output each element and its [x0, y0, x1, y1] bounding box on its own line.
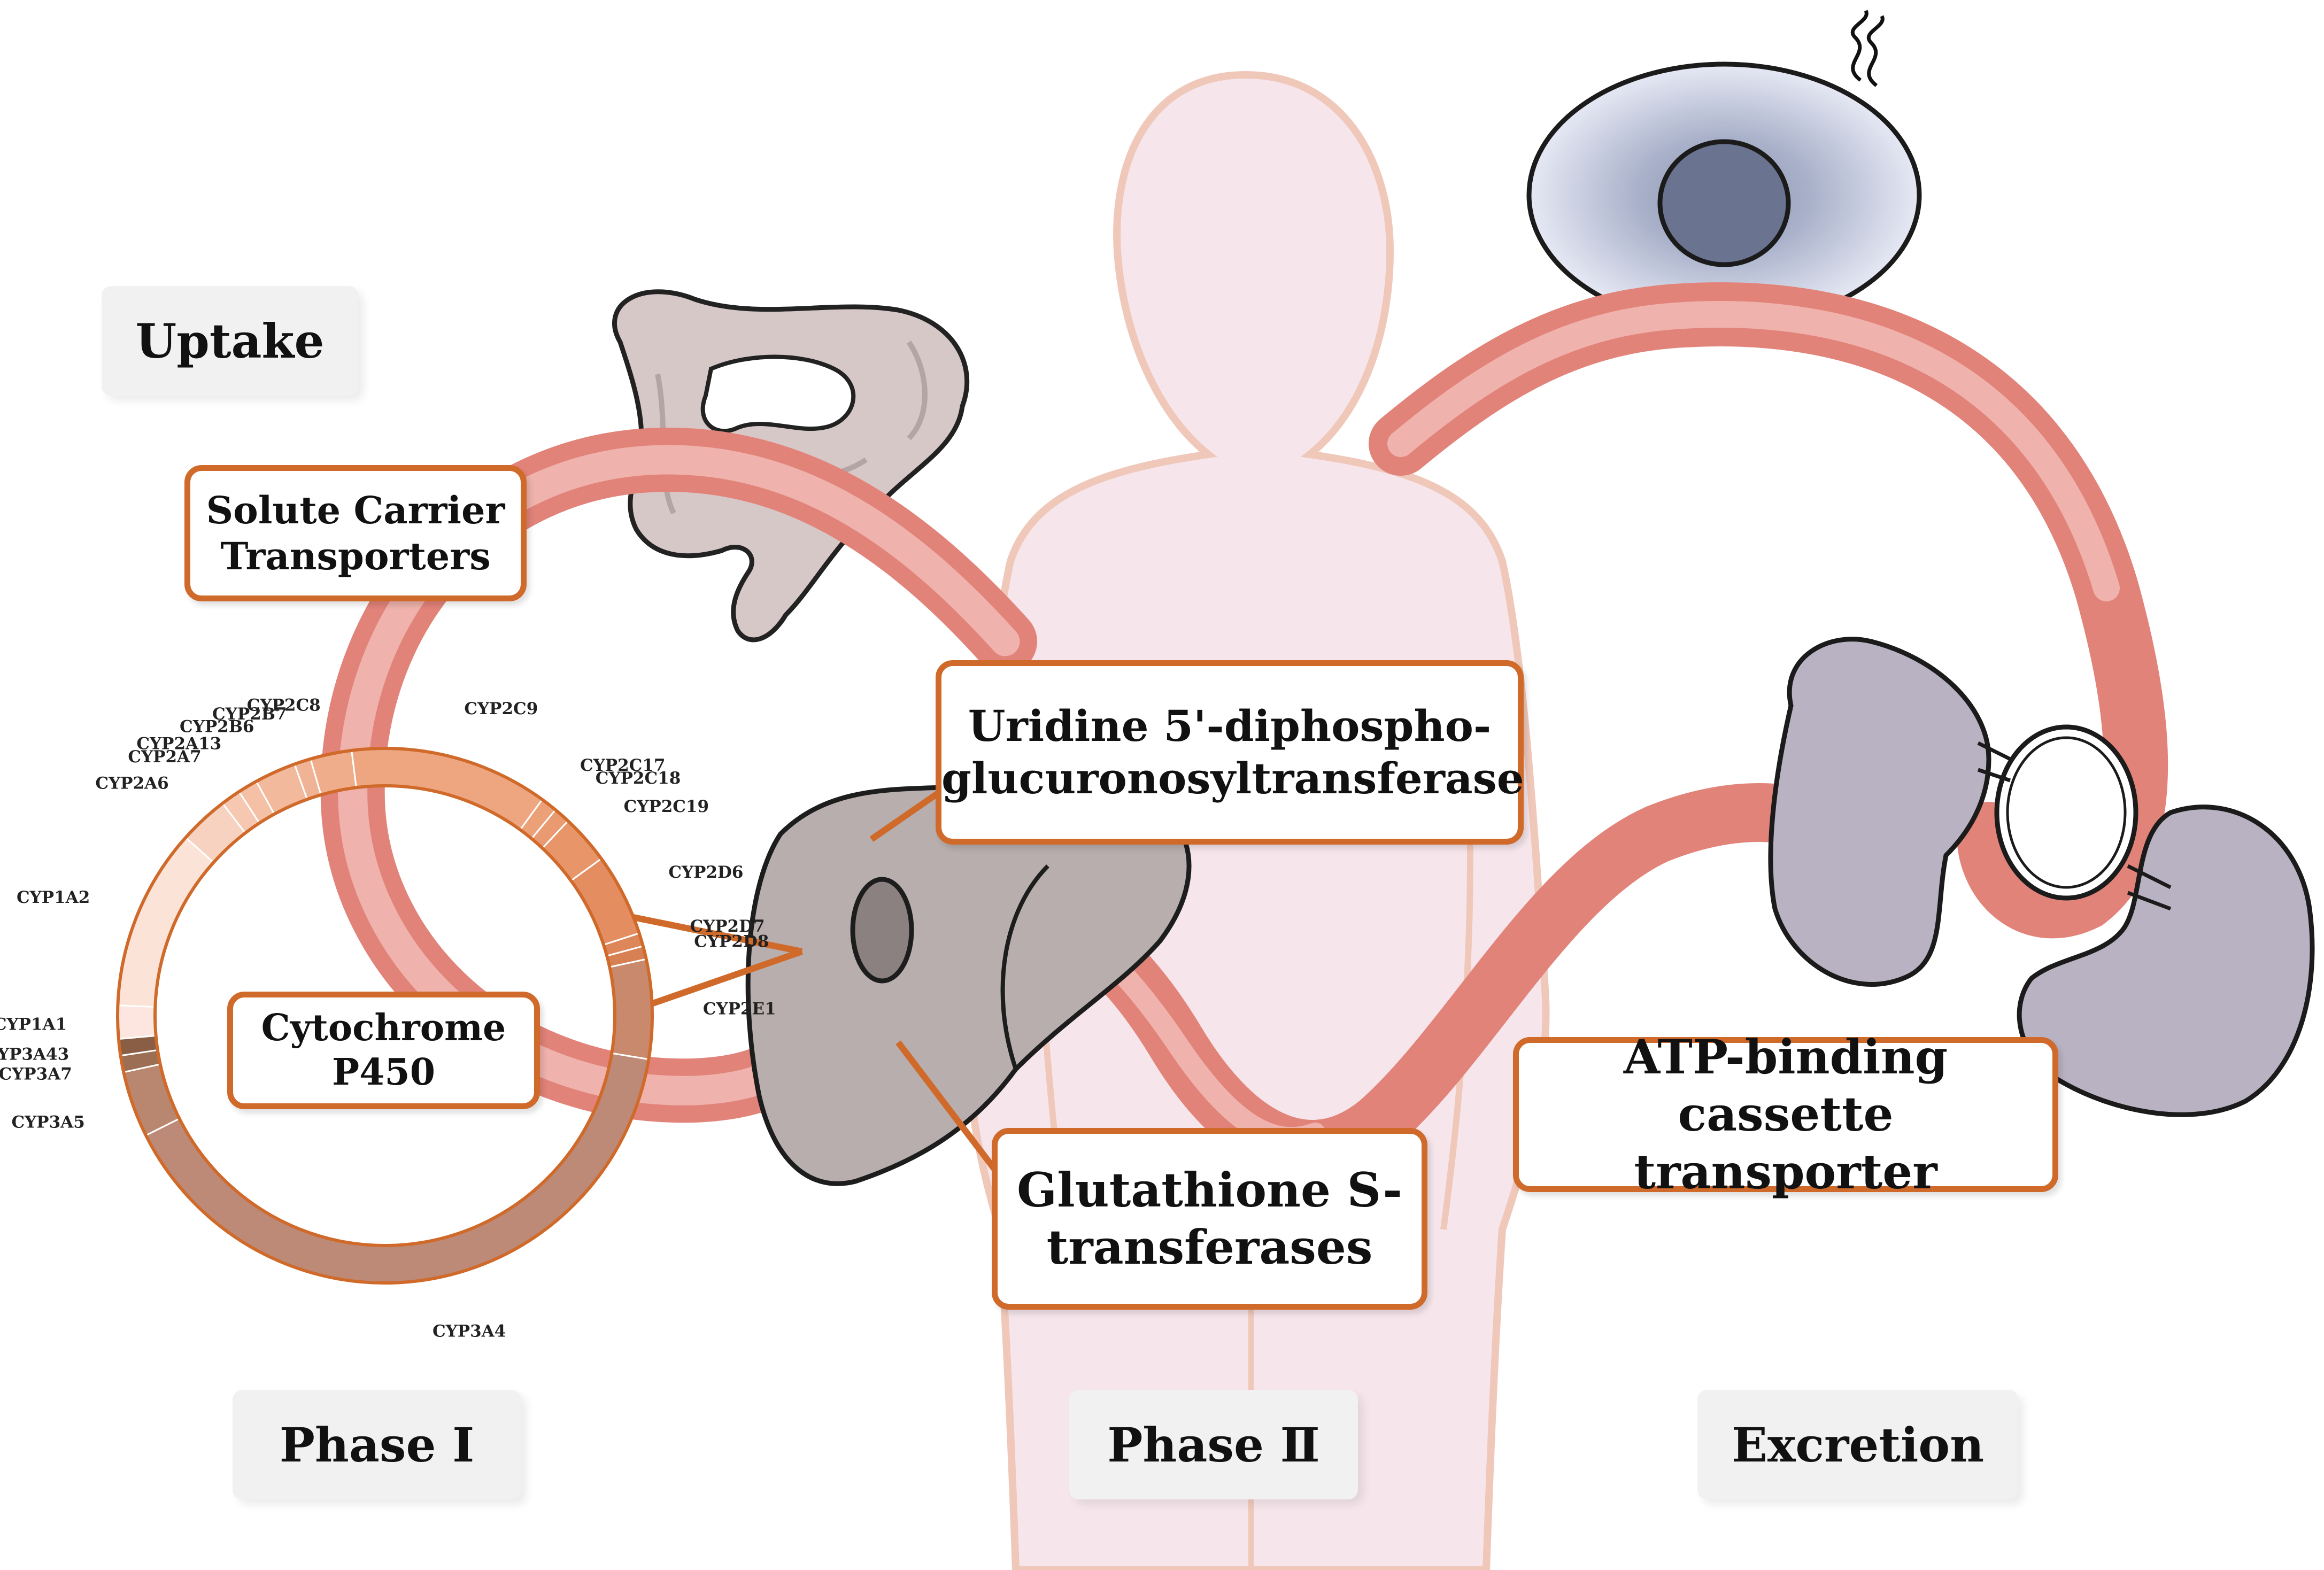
cyp-label-cyp2a7: CYP2A7: [128, 747, 201, 767]
cyp-label-cyp3a7: CYP3A7: [0, 1064, 72, 1084]
box-abc-line-2: cassette transporter: [1634, 1086, 1937, 1200]
cyp-label-cyp2c8: CYP2C8: [247, 695, 321, 715]
label-uptake-text: Uptake: [135, 313, 325, 369]
cyp-label-cyp3a5: CYP3A5: [11, 1113, 84, 1132]
cyp-label-cyp3a4: CYP3A4: [433, 1321, 506, 1341]
cyp-label-cyp2a6: CYP2A6: [95, 774, 168, 793]
box-cyp-line-1: Cytochrome: [261, 1007, 506, 1050]
cell-illustration: [1526, 10, 1922, 329]
label-phase-2-text: Phase Ⅱ: [1107, 1417, 1320, 1473]
label-uptake: Uptake: [102, 286, 358, 396]
cyp-label-cyp2a13: CYP2A13: [136, 734, 221, 754]
label-excretion-text: Excretion: [1731, 1417, 1985, 1473]
cyp-label-cyp2c9: CYP2C9: [464, 699, 538, 718]
label-phase-2: Phase Ⅱ: [1069, 1390, 1358, 1499]
cyp-label-cyp2d8: CYP2D8: [694, 932, 769, 952]
label-excretion: Excretion: [1697, 1390, 2018, 1499]
cyp-ring-inner-outline: [153, 784, 616, 1247]
box-solute-carrier-transporters: Solute Carrier Transporters: [184, 465, 527, 601]
cyp-label-cyp2d7: CYP2D7: [690, 917, 765, 936]
cyp-label-cyp2c18: CYP2C18: [596, 769, 681, 788]
box-atp-binding-cassette-transporter: ATP-binding cassette transporter: [1513, 1029, 2058, 1200]
box-ugt-line-1: Uridine 5'-diphospho-: [968, 700, 1492, 751]
box-glutathione-s-transferases: Glutathione S- transferases: [992, 1128, 1427, 1310]
kidney-illustration: [1768, 637, 2315, 1117]
box-slc-line-2: Transporters: [220, 533, 491, 578]
cyp-label-cyp3a43: CYP3A43: [0, 1045, 69, 1064]
cyp-label-cyp2c19: CYP2C19: [624, 797, 709, 816]
box-abc-line-1: ATP-binding: [1623, 1028, 1948, 1085]
box-ugt-line-2: glucuronosyltransferase: [941, 753, 1524, 803]
cyp450-ring: [116, 747, 654, 1285]
cyp-label-cyp2e1: CYP2E1: [703, 999, 776, 1018]
label-phase-1: Phase Ⅰ: [233, 1390, 521, 1499]
cyp-ring-outer-outline: [116, 747, 654, 1285]
cyp-label-cyp2d6: CYP2D6: [668, 863, 743, 882]
box-gst-line-2: transferases: [1046, 1219, 1373, 1275]
box-ugt: Uridine 5'-diphospho- glucuronosyltransf…: [936, 660, 1524, 845]
cyp-label-cyp1a1: CYP1A1: [0, 1015, 67, 1034]
box-slc-line-1: Solute Carrier: [206, 488, 505, 533]
box-gst-line-1: Glutathione S-: [1017, 1162, 1402, 1218]
cyp-label-cyp2b6: CYP2B6: [180, 717, 254, 737]
box-cyp-line-2: P450: [331, 1051, 436, 1094]
cyp450-labels: CYP1A1CYP1A2CYP2A6CYP2A7CYP2A13CYP2B6CYP…: [0, 695, 776, 1341]
cyp-segment-cyp1a1: [117, 1004, 157, 1040]
box-cytochrome-p450: Cytochrome P450: [227, 992, 540, 1109]
cyp-label-cyp2b7: CYP2B7: [212, 705, 287, 724]
label-phase-1-text: Phase Ⅰ: [279, 1417, 475, 1473]
cyp-label-cyp1a2: CYP1A2: [17, 888, 90, 907]
cyp-label-cyp2c17: CYP2C17: [580, 756, 666, 775]
